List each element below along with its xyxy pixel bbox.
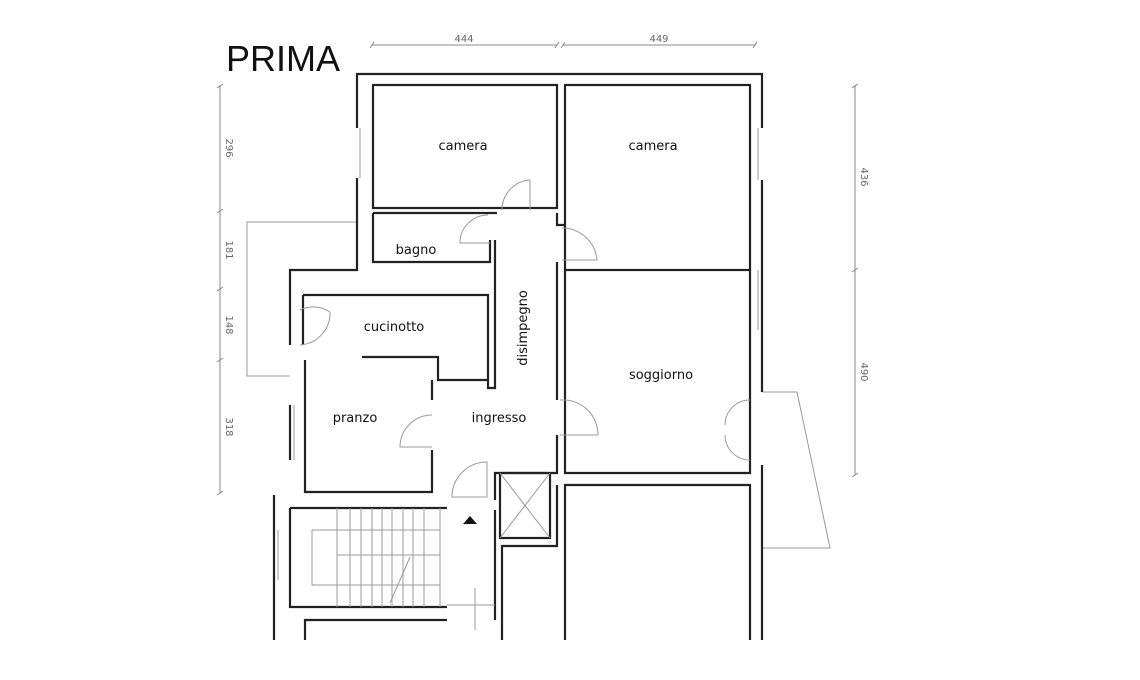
room-label-cucinotto: cucinotto — [364, 320, 425, 335]
walls — [272, 72, 764, 640]
dimension-left-3: 148 — [223, 315, 234, 334]
dimension-top-1: 444 — [454, 34, 473, 45]
staircase — [311, 508, 495, 630]
room-label-pranzo: pranzo — [333, 411, 378, 426]
dimension-top-2: 449 — [649, 34, 668, 45]
dimension-lines — [216, 41, 859, 496]
room-label-soggiorno: soggiorno — [629, 368, 693, 383]
dimension-left-1: 296 — [223, 138, 234, 157]
room-label-camera-1: camera — [438, 139, 487, 154]
room-label-camera-2: camera — [628, 139, 677, 154]
dimension-right-2: 490 — [858, 362, 869, 381]
doors — [277, 128, 759, 580]
balcony-left — [246, 221, 357, 377]
room-label-disimpegno: disimpegno — [516, 290, 531, 366]
plan-title: PRIMA — [226, 38, 341, 79]
room-label-ingresso: ingresso — [472, 411, 527, 426]
balcony-right — [762, 391, 831, 549]
dimension-right-1: 436 — [858, 167, 869, 186]
entrance-marker-icon — [463, 516, 477, 524]
dimension-left-2: 181 — [223, 240, 234, 259]
room-label-bagno: bagno — [396, 243, 437, 258]
dimension-left-4: 318 — [223, 417, 234, 436]
